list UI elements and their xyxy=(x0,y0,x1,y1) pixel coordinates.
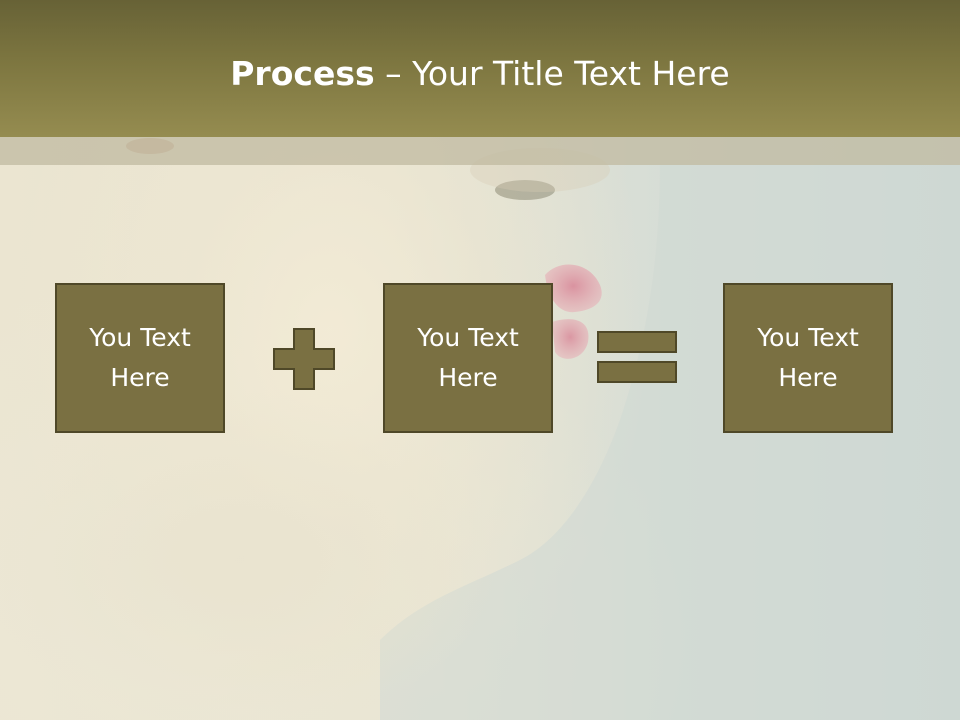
title-bar xyxy=(0,0,960,137)
title-underband xyxy=(0,137,960,165)
process-box-2[interactable]: You Text Here xyxy=(383,283,553,433)
process-box-1-text: You Text Here xyxy=(89,323,191,392)
process-box-3-text: You Text Here xyxy=(757,323,859,392)
title-bold-text: Process xyxy=(230,54,375,93)
title-separator: – xyxy=(374,54,413,93)
plus-icon xyxy=(273,328,335,390)
equals-icon xyxy=(597,331,677,383)
slide-title[interactable]: Process – Your Title Text Here xyxy=(0,48,960,100)
title-rest-text: Your Title Text Here xyxy=(412,54,730,93)
process-box-2-text: You Text Here xyxy=(417,323,519,392)
process-box-1[interactable]: You Text Here xyxy=(55,283,225,433)
process-box-3[interactable]: You Text Here xyxy=(723,283,893,433)
